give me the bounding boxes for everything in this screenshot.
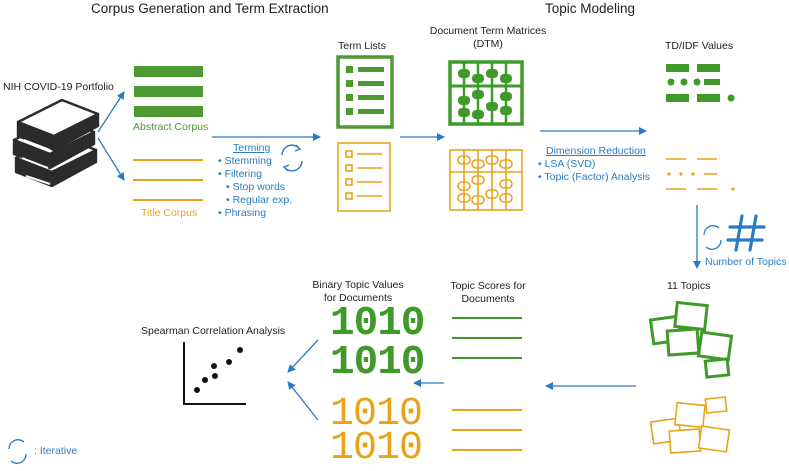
binary-orange-row2: 1010 [330,426,423,471]
number-of-topics-label: Number of Topics [705,256,787,268]
terming-item-label: Regular exp. [232,194,293,206]
dimension-reduction-title: Dimension Reduction [546,145,646,157]
tdidf-label: TD/IDF Values [665,40,734,52]
terming-item-filtering: • Filtering [218,168,262,180]
scatter-plot-icon [183,342,246,405]
term-list-green-icon [336,55,394,129]
dr-item-label: LSA (SVD) [544,158,596,170]
heading-topic-modeling: Topic Modeling [545,1,636,16]
topics-label: 11 Topics [667,280,711,292]
topic-scores-label: Topic Scores for Documents [432,280,544,305]
topic-scores-orange-icon [452,409,522,451]
arrow-books-abstract [97,91,125,133]
title-corpus-icon [133,159,203,201]
topic-scores-label-line2: Documents [461,292,515,305]
dtm-label-line1: Document Term Matrices [429,25,547,37]
legend-iterative-icon [8,439,27,464]
dr-item-label: Topic (Factor) Analysis [544,171,651,183]
dtm-label: Document Term Matrices (DTM) [418,25,558,50]
binary-values-label-line2: for Documents [323,291,393,304]
tdidf-orange-icon [666,158,735,191]
abstract-corpus-icon [134,66,203,117]
topics-green-icon [648,300,734,379]
topic-scores-green-icon [452,317,522,359]
iterative-icon-topics [703,225,722,250]
binary-values-label-line1: Binary Topic Values [312,279,404,291]
hash-icon [726,214,766,252]
topics-orange-icon [649,396,731,454]
dr-item-topic-analysis: • Topic (Factor) Analysis [538,171,651,183]
term-list-orange-icon [337,142,391,212]
abacus-orange-icon [449,149,523,211]
terming-item-label: Stemming [224,155,272,167]
binary-green-row2: 1010 [330,340,425,386]
terming-item-stop-words: • Stop words [226,181,286,193]
terming-title: Terming [233,142,271,154]
terming-item-label: Filtering [224,168,262,180]
title-corpus-label: Title Corpus [141,207,198,219]
arrow-books-title [97,137,125,181]
binary-green-row1: 1010 [330,301,425,347]
terming-item-phrasing: • Phrasing [218,207,267,219]
terming-item-regular-exp: • Regular exp. [226,194,293,206]
dtm-label-line2: (DTM) [473,37,503,50]
term-lists-label: Term Lists [338,40,386,52]
arrow-binary-green-spearman [287,339,319,373]
binary-values-label: Binary Topic Values for Documents [300,279,416,304]
terming-item-label: Phrasing [224,207,267,219]
spearman-label: Spearman Correlation Analysis [141,325,286,337]
heading-corpus-generation: Corpus Generation and Term Extraction [91,1,329,16]
abstract-corpus-label: Abstract Corpus [133,121,209,133]
books-icon [12,98,100,188]
terming-item-stemming: • Stemming [218,155,272,167]
topic-scores-label-line1: Topic Scores for [450,280,526,292]
arrow-binary-orange-spearman [287,381,319,421]
terming-item-label: Stop words [232,181,286,193]
tdidf-green-icon [666,64,735,102]
iterative-icon [281,144,303,172]
binary-orange-row1: 1010 [330,392,423,437]
abacus-green-icon [448,60,524,126]
legend-iterative-label: : Iterative [34,445,78,457]
portfolio-label: NIH COVID-19 Portfolio [3,81,114,93]
dr-item-lsa: • LSA (SVD) [538,158,596,170]
